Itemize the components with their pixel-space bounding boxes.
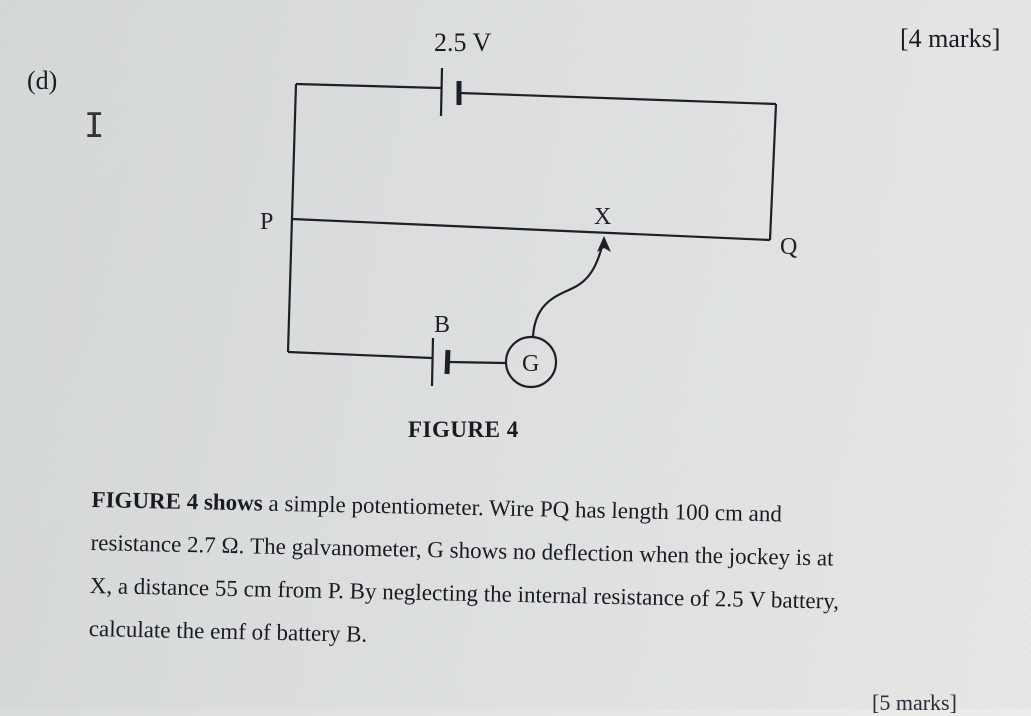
bottom-wire-left xyxy=(287,350,433,360)
galvanometer-circle xyxy=(504,335,558,389)
cell-B-short-plate xyxy=(444,349,451,375)
label-B: B xyxy=(434,312,450,338)
wire-PQ xyxy=(291,217,771,242)
figure-reference: FIGURE 4 shows xyxy=(91,486,264,516)
jockey-wire xyxy=(531,239,606,338)
cell-B-long-plate xyxy=(430,337,435,387)
bottom-wire-right xyxy=(448,360,506,365)
label-G: G xyxy=(522,351,539,377)
driver-cell-long-plate xyxy=(439,67,444,117)
jockey-arrow-icon xyxy=(597,236,611,252)
question-part-label: (d) xyxy=(27,66,58,95)
left-wire xyxy=(286,83,298,353)
top-wire-right xyxy=(459,91,777,106)
label-Q: Q xyxy=(780,234,797,260)
label-X: X xyxy=(594,204,611,230)
previous-marks: [4 marks] xyxy=(900,24,1000,54)
question-marks: [5 marks] xyxy=(872,690,957,715)
driver-cell-label: 2.5 V xyxy=(434,28,492,57)
previous-marks-text: [4 marks] xyxy=(900,24,1001,53)
right-wire xyxy=(768,103,778,241)
text-cursor-icon: I xyxy=(84,106,105,146)
question-text: FIGURE 4 shows a simple potentiometer. W… xyxy=(88,478,1021,669)
label-P: P xyxy=(260,209,273,235)
line-1-text: a simple potentiometer. Wire PQ has leng… xyxy=(262,490,783,527)
figure-caption: FIGURE 4 xyxy=(408,417,519,442)
top-wire-left xyxy=(295,82,442,90)
potentiometer-circuit-diagram: P X Q B G xyxy=(260,67,797,389)
